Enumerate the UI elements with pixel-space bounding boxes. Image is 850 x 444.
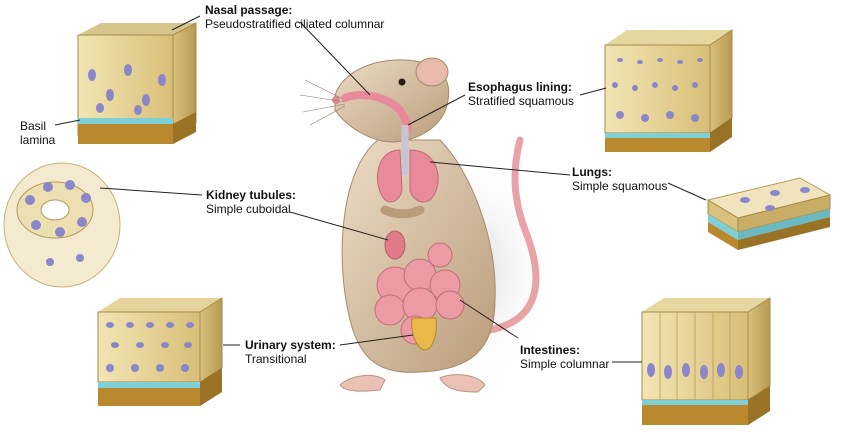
label-kidney-tubules: Kidney tubules: Simple cuboidal bbox=[206, 188, 296, 216]
leader-basil-lamina bbox=[54, 119, 81, 126]
label-intestines: Intestines: Simple columnar bbox=[520, 343, 609, 371]
rat-foot-right bbox=[439, 374, 486, 393]
urinary-basal-lamina bbox=[98, 382, 200, 388]
leader-nasal-organ bbox=[299, 21, 371, 96]
leader-lungs-organ bbox=[429, 161, 571, 176]
rat-eye bbox=[398, 78, 406, 86]
intestines-connective-side bbox=[748, 386, 770, 425]
rat-tail bbox=[486, 136, 540, 334]
lungs-basal-left bbox=[708, 214, 738, 240]
nasal-connective bbox=[78, 124, 173, 144]
leader-urinary-organ bbox=[339, 334, 414, 346]
lung-right bbox=[409, 149, 439, 203]
lungs-basal-right bbox=[738, 209, 830, 240]
lungs-conn-right bbox=[738, 217, 830, 250]
label-lungs: Lungs: Simple squamous bbox=[572, 165, 667, 193]
urinary-nuclei bbox=[106, 322, 194, 372]
lungs-nuclei bbox=[740, 187, 810, 211]
leader-kidney-block bbox=[99, 187, 203, 196]
label-lungs-sub: Simple squamous bbox=[572, 179, 668, 193]
kidney-tube-lumen bbox=[40, 199, 70, 221]
leader-kidney-organ bbox=[289, 211, 389, 241]
esophagus-nuclei bbox=[612, 58, 703, 122]
label-kidney-title: Kidney tubules: bbox=[206, 188, 297, 202]
label-intestines-sub: Simple columnar bbox=[520, 357, 610, 371]
intestines-top bbox=[642, 298, 770, 312]
rat-ear bbox=[415, 57, 449, 87]
urinary-tissue-block bbox=[97, 297, 223, 406]
urinary-connective-side bbox=[200, 368, 222, 406]
intestines-tissue-block bbox=[641, 297, 771, 425]
rat-illustration bbox=[299, 57, 560, 393]
leader-esophagus-organ bbox=[407, 94, 466, 126]
leader-esophagus-block bbox=[579, 87, 607, 96]
kidney-nuclei bbox=[25, 180, 91, 266]
esophagus-basal-lamina bbox=[605, 133, 710, 138]
label-kidney-sub: Simple cuboidal bbox=[206, 202, 291, 216]
lung-left bbox=[377, 149, 403, 203]
intestines-side-face bbox=[747, 297, 771, 401]
leader-nasal-block bbox=[171, 15, 201, 31]
leader-intestines-organ bbox=[459, 299, 519, 339]
label-urinary-sub: Transitional bbox=[245, 352, 307, 366]
nasal-top-cilia bbox=[78, 23, 196, 35]
esophagus-side-face bbox=[709, 29, 733, 134]
rat-foot-left bbox=[339, 374, 386, 392]
bladder-organ bbox=[411, 317, 437, 351]
intestines-cell-walls bbox=[659, 312, 731, 400]
label-intestines-title: Intestines: bbox=[520, 343, 581, 357]
label-nasal-title: Nasal passage: bbox=[205, 3, 293, 17]
esophagus-top bbox=[605, 30, 732, 45]
esophagus-connective bbox=[605, 138, 710, 152]
nasal-basal-lamina bbox=[78, 118, 173, 124]
label-esophagus-lining: Esophagus lining: Stratified squamous bbox=[468, 80, 574, 108]
label-nasal-passage: Nasal passage: Pseudostratified ciliated… bbox=[205, 3, 384, 31]
label-lungs-title: Lungs: bbox=[572, 165, 612, 179]
label-nasal-sub: Pseudostratified ciliated columnar bbox=[205, 17, 385, 31]
urinary-top bbox=[98, 298, 222, 312]
label-urinary-system: Urinary system: Transitional bbox=[245, 338, 336, 366]
urinary-side-face bbox=[199, 297, 223, 383]
lungs-conn-left bbox=[708, 222, 738, 250]
nasal-nuclei bbox=[88, 64, 166, 115]
leader-lungs-block bbox=[667, 182, 707, 201]
intestines-nuclei bbox=[647, 363, 743, 379]
intestines-organ bbox=[374, 242, 465, 345]
esophagus-tissue-block bbox=[604, 29, 733, 152]
rat-whiskers bbox=[299, 79, 346, 126]
urinary-connective bbox=[98, 388, 200, 406]
intestines-basal-lamina bbox=[642, 400, 748, 405]
label-basil-line1: Basil bbox=[20, 119, 47, 133]
nasal-tissue-block bbox=[77, 22, 197, 144]
esophagus-connective-side bbox=[710, 118, 732, 152]
label-basil-lamina: Basil lamina bbox=[20, 119, 55, 147]
lungs-tissue-block bbox=[706, 177, 832, 250]
label-esophagus-title: Esophagus lining: bbox=[468, 80, 572, 94]
kidney-organ bbox=[384, 230, 406, 260]
label-basil-line2: lamina bbox=[20, 133, 56, 147]
rat-forearm bbox=[380, 205, 425, 219]
rat-nose bbox=[332, 96, 340, 104]
label-esophagus-sub: Stratified squamous bbox=[468, 94, 575, 108]
label-urinary-title: Urinary system: bbox=[245, 338, 336, 352]
kidney-tissue-tube bbox=[3, 162, 121, 288]
leader-lines bbox=[54, 15, 707, 363]
nasal-connective-side bbox=[173, 112, 196, 144]
intestines-connective bbox=[642, 405, 748, 425]
